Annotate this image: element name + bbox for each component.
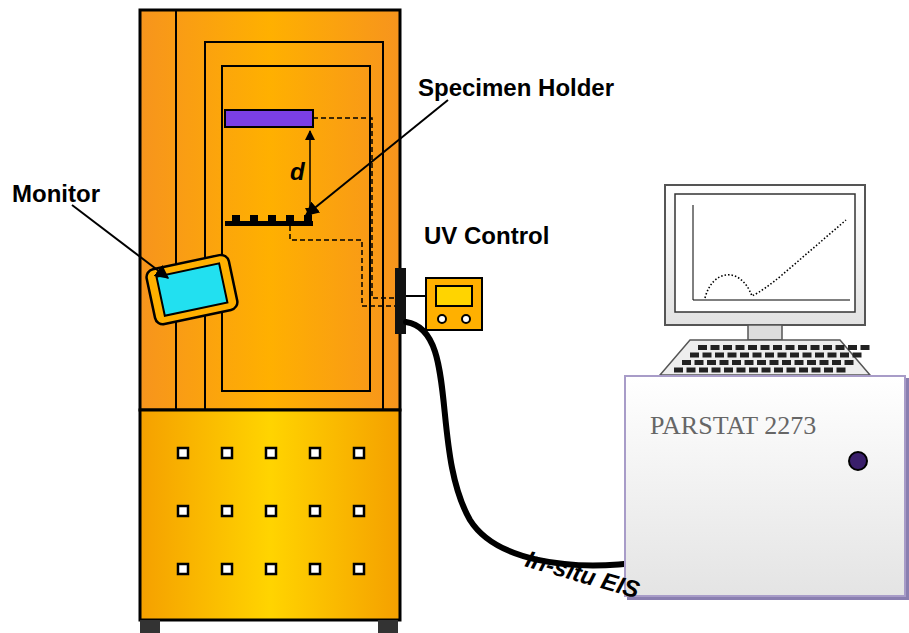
- distance-arrow: [309, 131, 311, 217]
- callout-label: Monitor: [12, 180, 100, 208]
- keyboard: [660, 340, 870, 375]
- dimension-label: d: [290, 158, 305, 186]
- inner-frame: [222, 66, 370, 391]
- foot: [140, 620, 160, 633]
- instrument-name: PARSTAT 2273: [650, 411, 816, 441]
- specimen-holder: [225, 221, 313, 226]
- foot: [378, 620, 398, 633]
- potentiostat-box: PARSTAT 2273: [624, 375, 906, 597]
- pc-monitor: [665, 185, 865, 325]
- chamber-upper: [140, 10, 400, 410]
- chamber-lower: [140, 410, 400, 620]
- wire: [406, 295, 426, 297]
- uv-lamp: [225, 110, 313, 127]
- connector-jack: [848, 451, 868, 471]
- uv-controller: UV Control: [418, 222, 555, 336]
- pc-screen: [675, 194, 855, 312]
- chamber-monitor: [145, 253, 239, 325]
- leader-line: [306, 100, 448, 215]
- keyboard-keys: [674, 345, 870, 373]
- vent-holes: [178, 448, 364, 574]
- nyquist-curve: [705, 220, 846, 298]
- pc-stand: [748, 325, 782, 340]
- wire: [313, 118, 395, 298]
- wire: [290, 226, 395, 306]
- inner-frame: [205, 42, 383, 410]
- leader-line: [72, 205, 168, 278]
- device-label: UV Control: [424, 222, 549, 250]
- specimens: [232, 215, 312, 221]
- callout-label: Specimen Holder: [418, 74, 614, 102]
- plot-axes: [693, 205, 850, 300]
- door-edge: [175, 10, 177, 410]
